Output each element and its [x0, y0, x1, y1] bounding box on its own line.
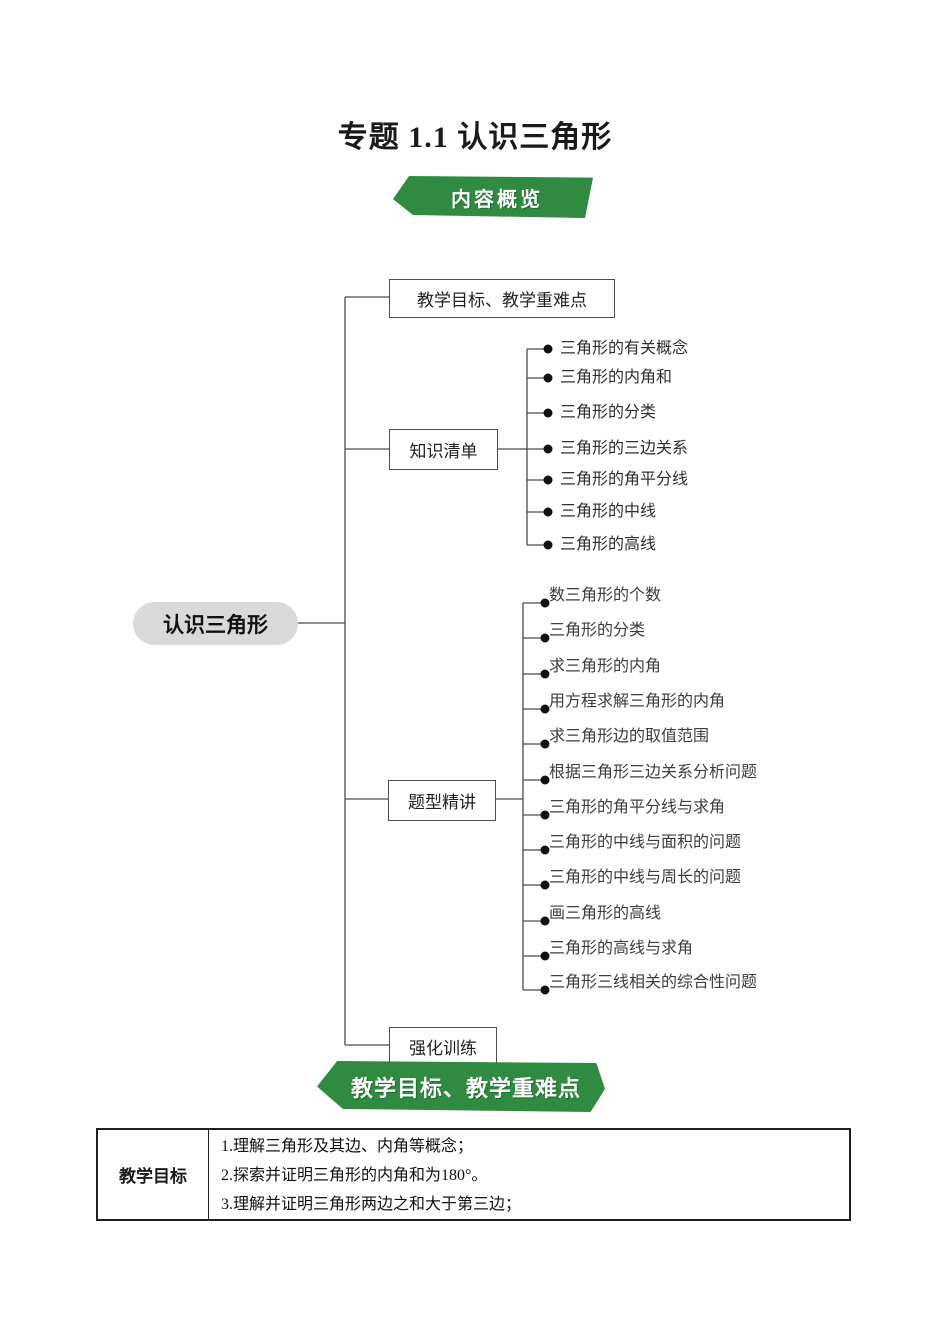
problem-item: 用方程求解三角形的内角 [549, 693, 726, 710]
problem-item: 三角形三线相关的综合性问题 [549, 974, 758, 991]
knowledge-item: 三角形的中线 [560, 503, 657, 520]
overview-banner: 内容概览 [393, 176, 593, 218]
overview-banner-label: 内容概览 [451, 188, 543, 211]
problem-item: 求三角形边的取值范围 [549, 728, 710, 745]
knowledge-item: 三角形的角平分线 [560, 471, 689, 488]
goals-banner-label: 教学目标、教学重难点 [350, 1075, 581, 1101]
knowledge-item: 三角形的高线 [560, 536, 657, 553]
branch-knowledge-box: 知识清单 [389, 429, 498, 470]
root-node-label: 认识三角形 [163, 613, 268, 637]
table-body-cell: 1.理解三角形及其边、内角等概念； 2.探索并证明三角形的内角和为180°。 3… [209, 1130, 849, 1219]
problem-item: 三角形的中线与周长的问题 [549, 869, 742, 886]
knowledge-item: 三角形的内角和 [560, 369, 673, 386]
problem-item: 三角形的中线与面积的问题 [549, 834, 742, 851]
problem-item: 三角形的高线与求角 [549, 940, 694, 957]
problem-item: 三角形的角平分线与求角 [549, 799, 726, 816]
problem-item: 数三角形的个数 [549, 587, 662, 604]
problem-item: 根据三角形三边关系分析问题 [549, 764, 758, 781]
branch-training-label: 强化训练 [409, 1039, 477, 1058]
goal-line: 1.理解三角形及其边、内角等概念； [221, 1138, 474, 1155]
knowledge-item: 三角形的有关概念 [560, 340, 689, 357]
goal-line: 3.理解并证明三角形两边之和大于第三边； [221, 1196, 522, 1213]
branch-knowledge-label: 知识清单 [409, 442, 478, 461]
goal-line: 2.探索并证明三角形的内角和为180°。 [221, 1167, 488, 1184]
knowledge-item: 三角形的分类 [560, 404, 657, 421]
branch-goals-label: 教学目标、教学重难点 [417, 291, 587, 310]
root-node: 认识三角形 [133, 602, 298, 645]
branch-goals-box: 教学目标、教学重难点 [389, 279, 615, 318]
problem-item: 画三角形的高线 [549, 905, 662, 922]
goals-banner: 教学目标、教学重难点 [317, 1061, 605, 1112]
teaching-goals-table: 教学目标 1.理解三角形及其边、内角等概念； 2.探索并证明三角形的内角和为18… [96, 1128, 851, 1221]
page-title: 专题 1.1 认识三角形 [337, 121, 613, 154]
problem-item: 求三角形的内角 [549, 658, 662, 675]
connector-lines [298, 296, 544, 1046]
branch-problems-box: 题型精讲 [388, 780, 496, 821]
problem-item: 三角形的分类 [549, 622, 646, 639]
branch-problems-label: 题型精讲 [408, 793, 476, 812]
knowledge-item: 三角形的三边关系 [560, 440, 689, 457]
branch-training-box: 强化训练 [389, 1027, 497, 1066]
table-header-cell: 教学目标 [98, 1130, 209, 1219]
